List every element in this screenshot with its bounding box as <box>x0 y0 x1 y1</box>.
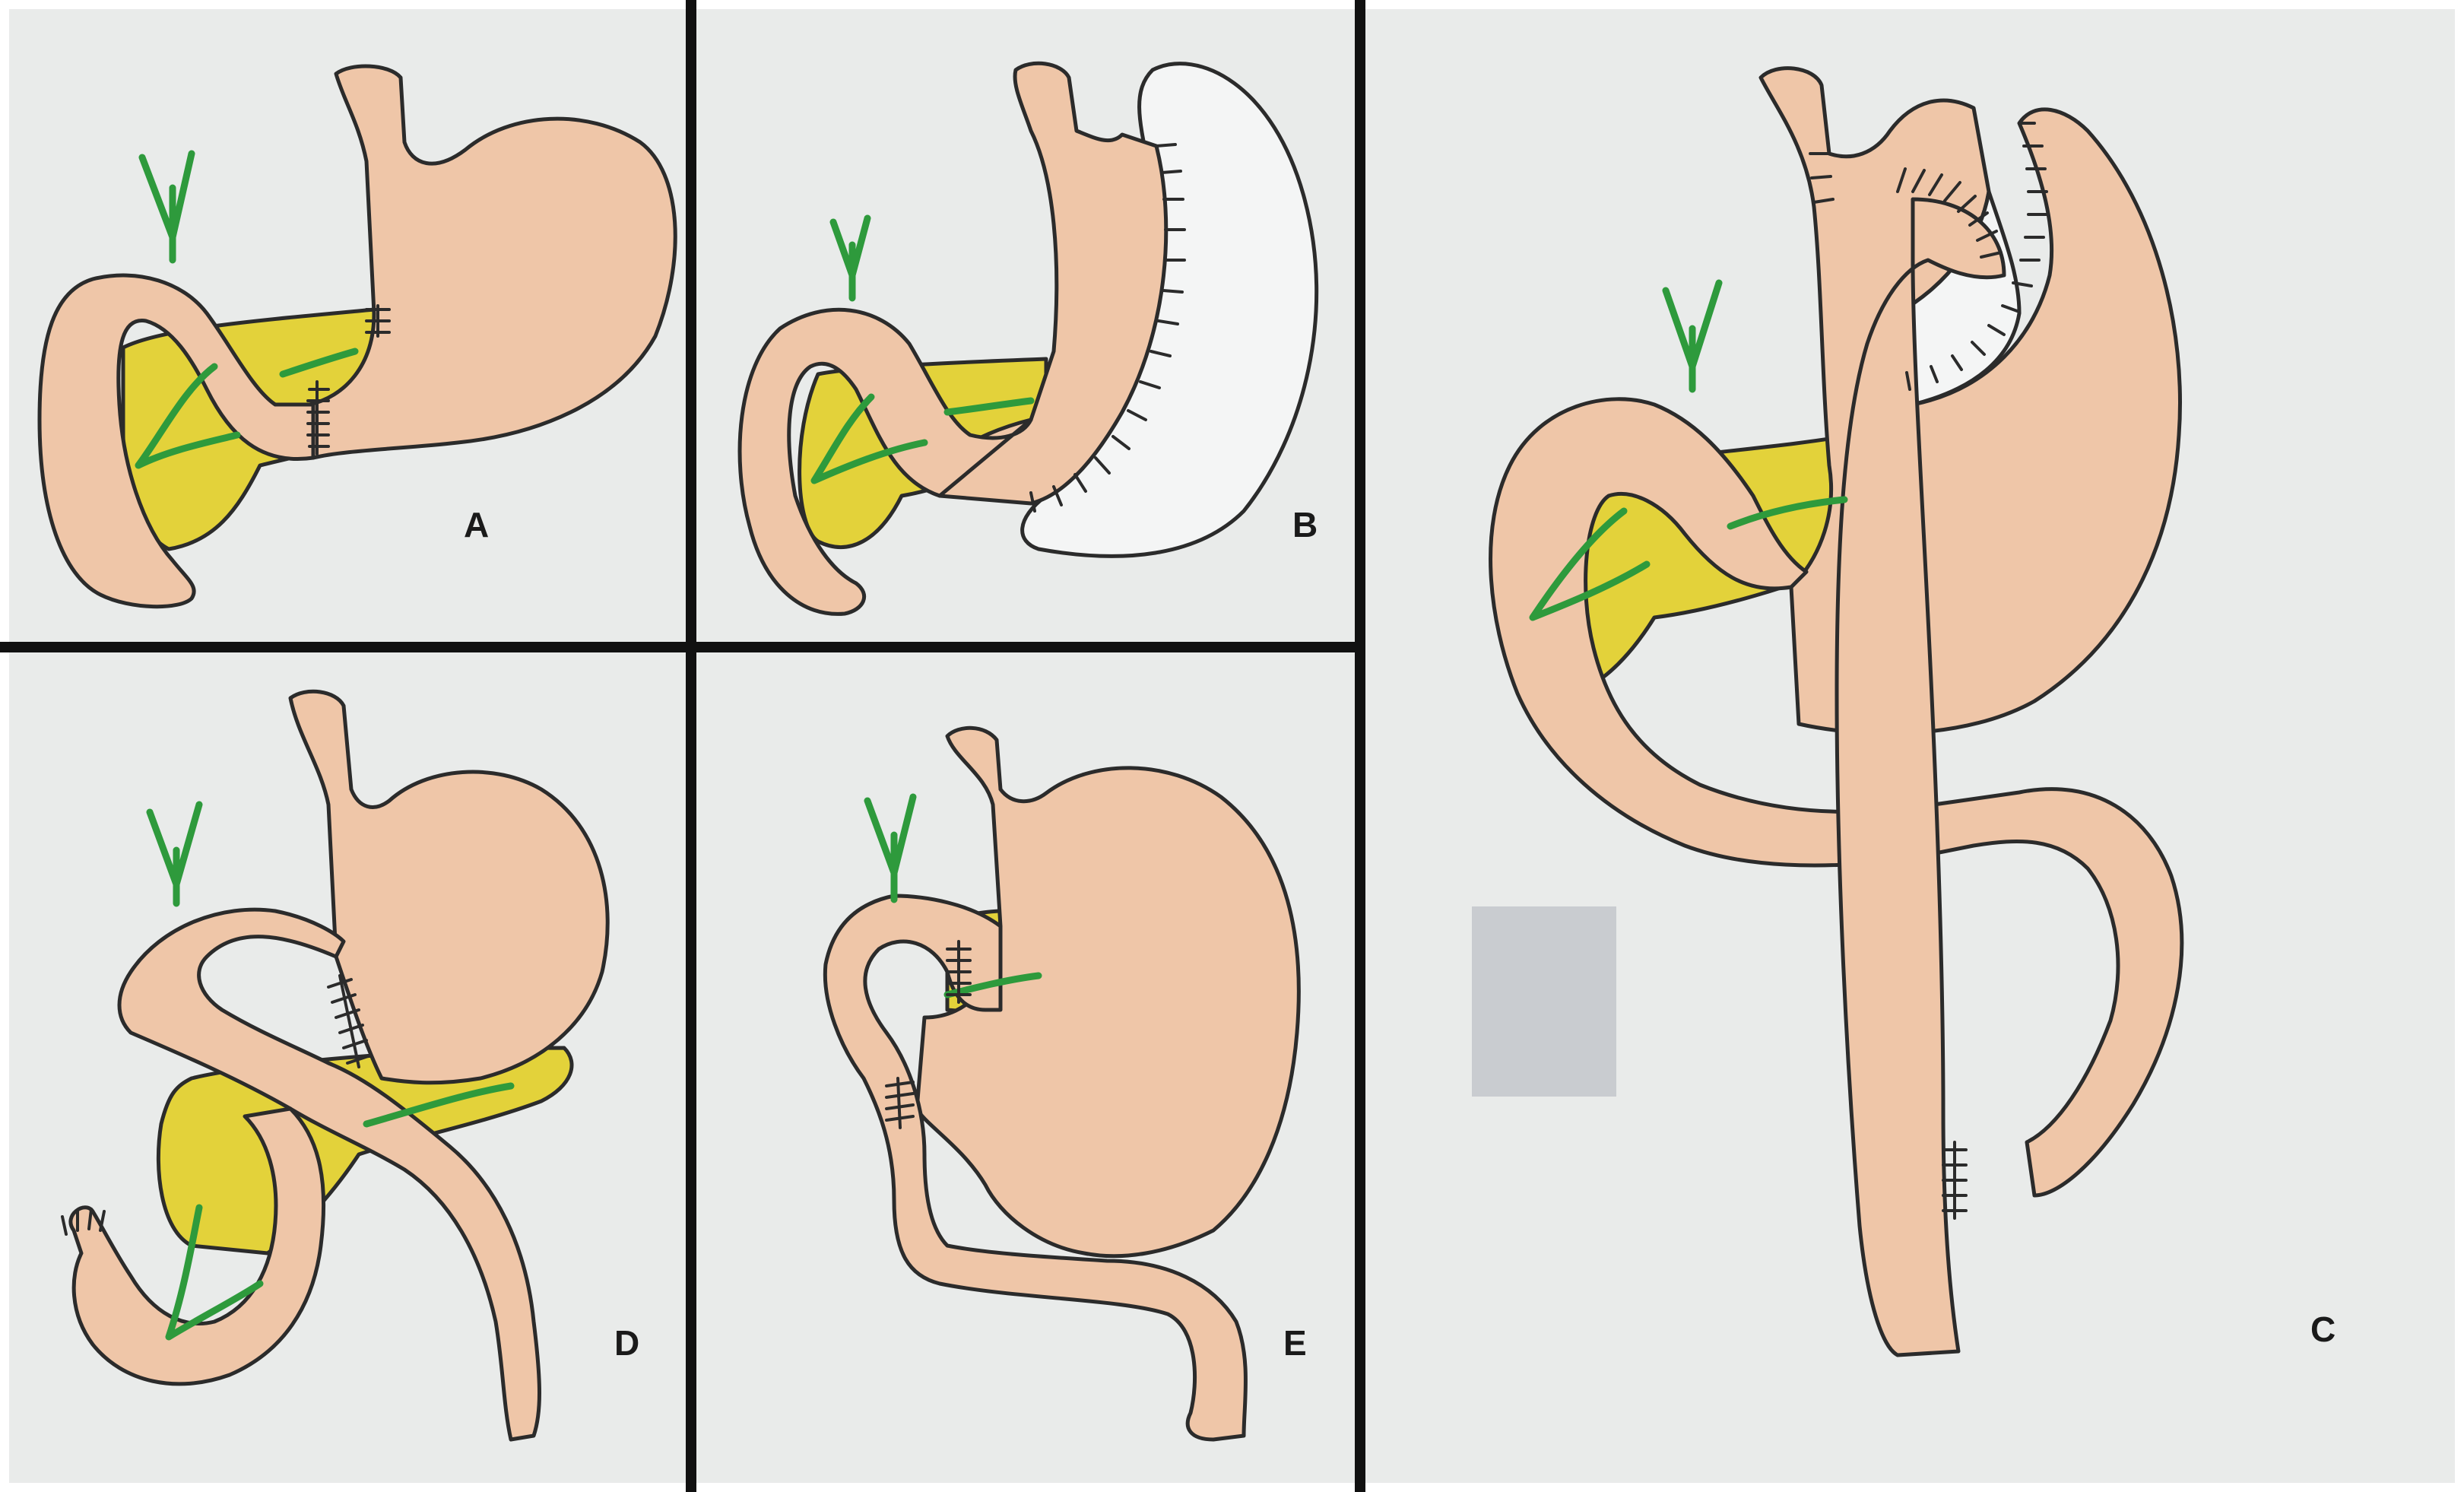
pancreatic-duct <box>165 1082 515 1341</box>
duodenoileal-suture <box>946 940 972 1004</box>
bile-duct <box>1662 279 1723 393</box>
stomach-suture <box>365 304 391 338</box>
duodenum-limb <box>1489 397 2184 1198</box>
duodenum <box>68 1106 326 1386</box>
stomach <box>307 64 677 460</box>
panel-label-d: D <box>614 1323 640 1363</box>
panel-a: A <box>9 9 686 642</box>
staple-line <box>1029 143 1186 513</box>
stomach <box>288 689 610 1085</box>
gastric-remnant <box>1758 66 2182 735</box>
roux-limb <box>1835 197 2006 1357</box>
bile-duct <box>864 793 917 903</box>
blurred-area <box>1472 906 1616 1097</box>
duodenum <box>737 307 1033 616</box>
panel-label-e: E <box>1283 1323 1307 1363</box>
panel-b: B <box>696 9 1355 642</box>
pancreas <box>156 1046 574 1256</box>
pancreatic-duct <box>1529 496 1848 621</box>
bile-duct <box>146 801 203 907</box>
duodenum-loop <box>823 894 1248 1442</box>
panel-e-drawing <box>823 725 1301 1442</box>
duodenoileal-suture <box>327 974 372 1068</box>
panel-label-b: B <box>1292 505 1318 544</box>
bile-duct <box>829 214 871 302</box>
bile-duct <box>138 150 195 264</box>
pancreatic-duct <box>135 348 359 469</box>
duodenum <box>37 273 316 609</box>
divider-vertical-left <box>686 0 696 1492</box>
panel-c-drawing <box>1472 66 2184 1357</box>
gastrojejunal-suture <box>1896 167 2003 259</box>
panel-label-c: C <box>2310 1309 2336 1349</box>
panel-e: E <box>696 652 1355 1483</box>
panel-b-drawing <box>737 61 1319 616</box>
duodenal-stump-suture <box>61 1208 106 1236</box>
jejunojejunal-suture <box>1942 1141 1968 1220</box>
pouch-staple-line <box>1905 122 2048 391</box>
panel-a-drawing <box>37 64 677 609</box>
gastroduodenal-suture <box>306 380 330 456</box>
panel-label-a: A <box>464 505 490 544</box>
panel-d-drawing <box>61 689 610 1442</box>
panel-d: D <box>9 652 686 1483</box>
pouch-left-sutures <box>1809 152 1835 204</box>
divider-horizontal <box>0 642 1355 652</box>
sleeve-stomach <box>934 61 1169 506</box>
ileo-stomach-suture <box>885 1077 915 1129</box>
panel-c: C <box>1365 9 2455 1483</box>
pancreatic-duct <box>810 393 1035 484</box>
stomach <box>915 725 1301 1259</box>
divider-vertical-right <box>1355 0 1365 1492</box>
duodenum-loop <box>117 907 541 1442</box>
